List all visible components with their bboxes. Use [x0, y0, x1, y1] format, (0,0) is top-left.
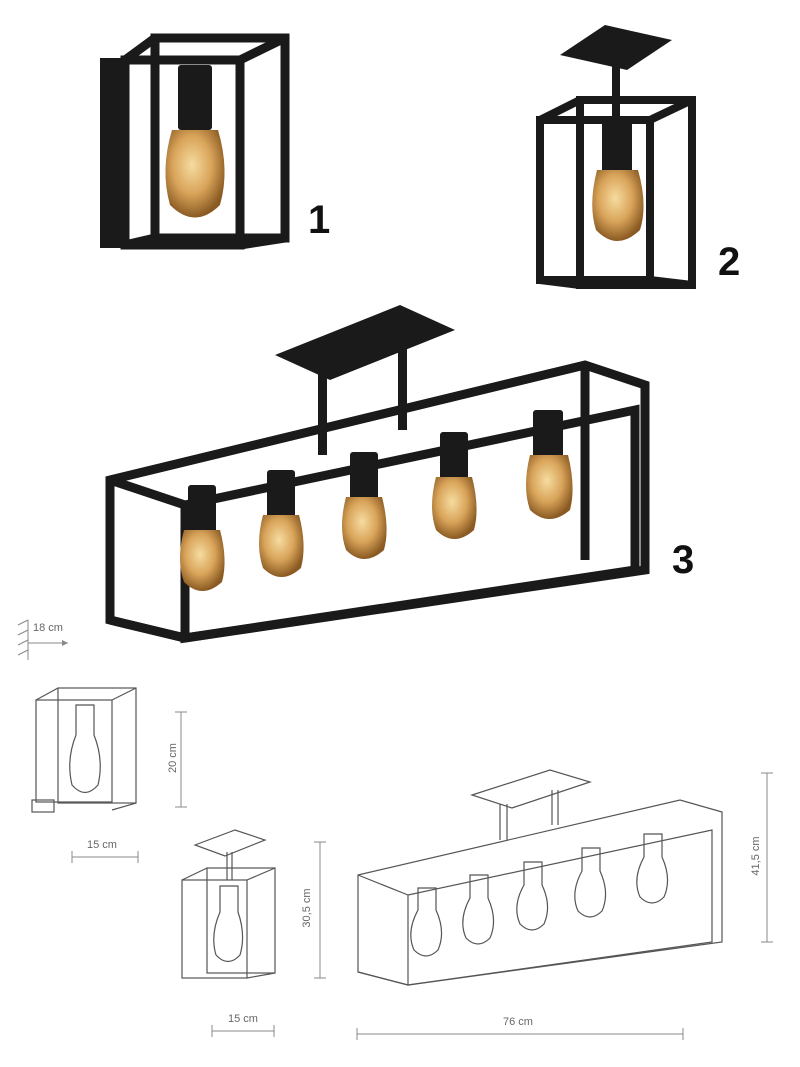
- ceiling-five-width-dimension: [356, 1028, 684, 1040]
- dimension-label-ceiling-single-width: 15 cm: [228, 1013, 258, 1025]
- wall-height-dimension: [175, 711, 187, 808]
- dimension-label-wall-width: 15 cm: [87, 839, 117, 851]
- wall-lamp-photo: [100, 33, 290, 250]
- ceiling-five-height-dimension: [761, 772, 773, 943]
- product-number-2: 2: [718, 240, 741, 284]
- dimension-label-wall-height: 20 cm: [167, 743, 179, 773]
- product-number-1: 1: [308, 198, 331, 242]
- ceiling-five-outline: [357, 769, 723, 986]
- ceiling-single-outline: [181, 829, 276, 979]
- ceiling-lamp-five-photo: [105, 305, 650, 644]
- ceiling-single-width-dimension: [211, 1025, 275, 1037]
- ceiling-lamp-single-photo: [536, 25, 696, 289]
- ceiling-single-height-dimension: [314, 841, 326, 979]
- product-number-3: 3: [672, 538, 695, 582]
- dimension-label-ceiling-five-height: 41,5 cm: [750, 836, 762, 876]
- wall-lamp-outline: [31, 687, 137, 813]
- dimension-label-ceiling-five-width: 76 cm: [503, 1016, 533, 1028]
- dimension-label-ceiling-single-height: 30,5 cm: [301, 888, 313, 928]
- dimension-label-wall-depth: 18 cm: [33, 622, 63, 634]
- wall-width-dimension: [71, 851, 139, 863]
- wall-depth-indicator: [17, 619, 68, 660]
